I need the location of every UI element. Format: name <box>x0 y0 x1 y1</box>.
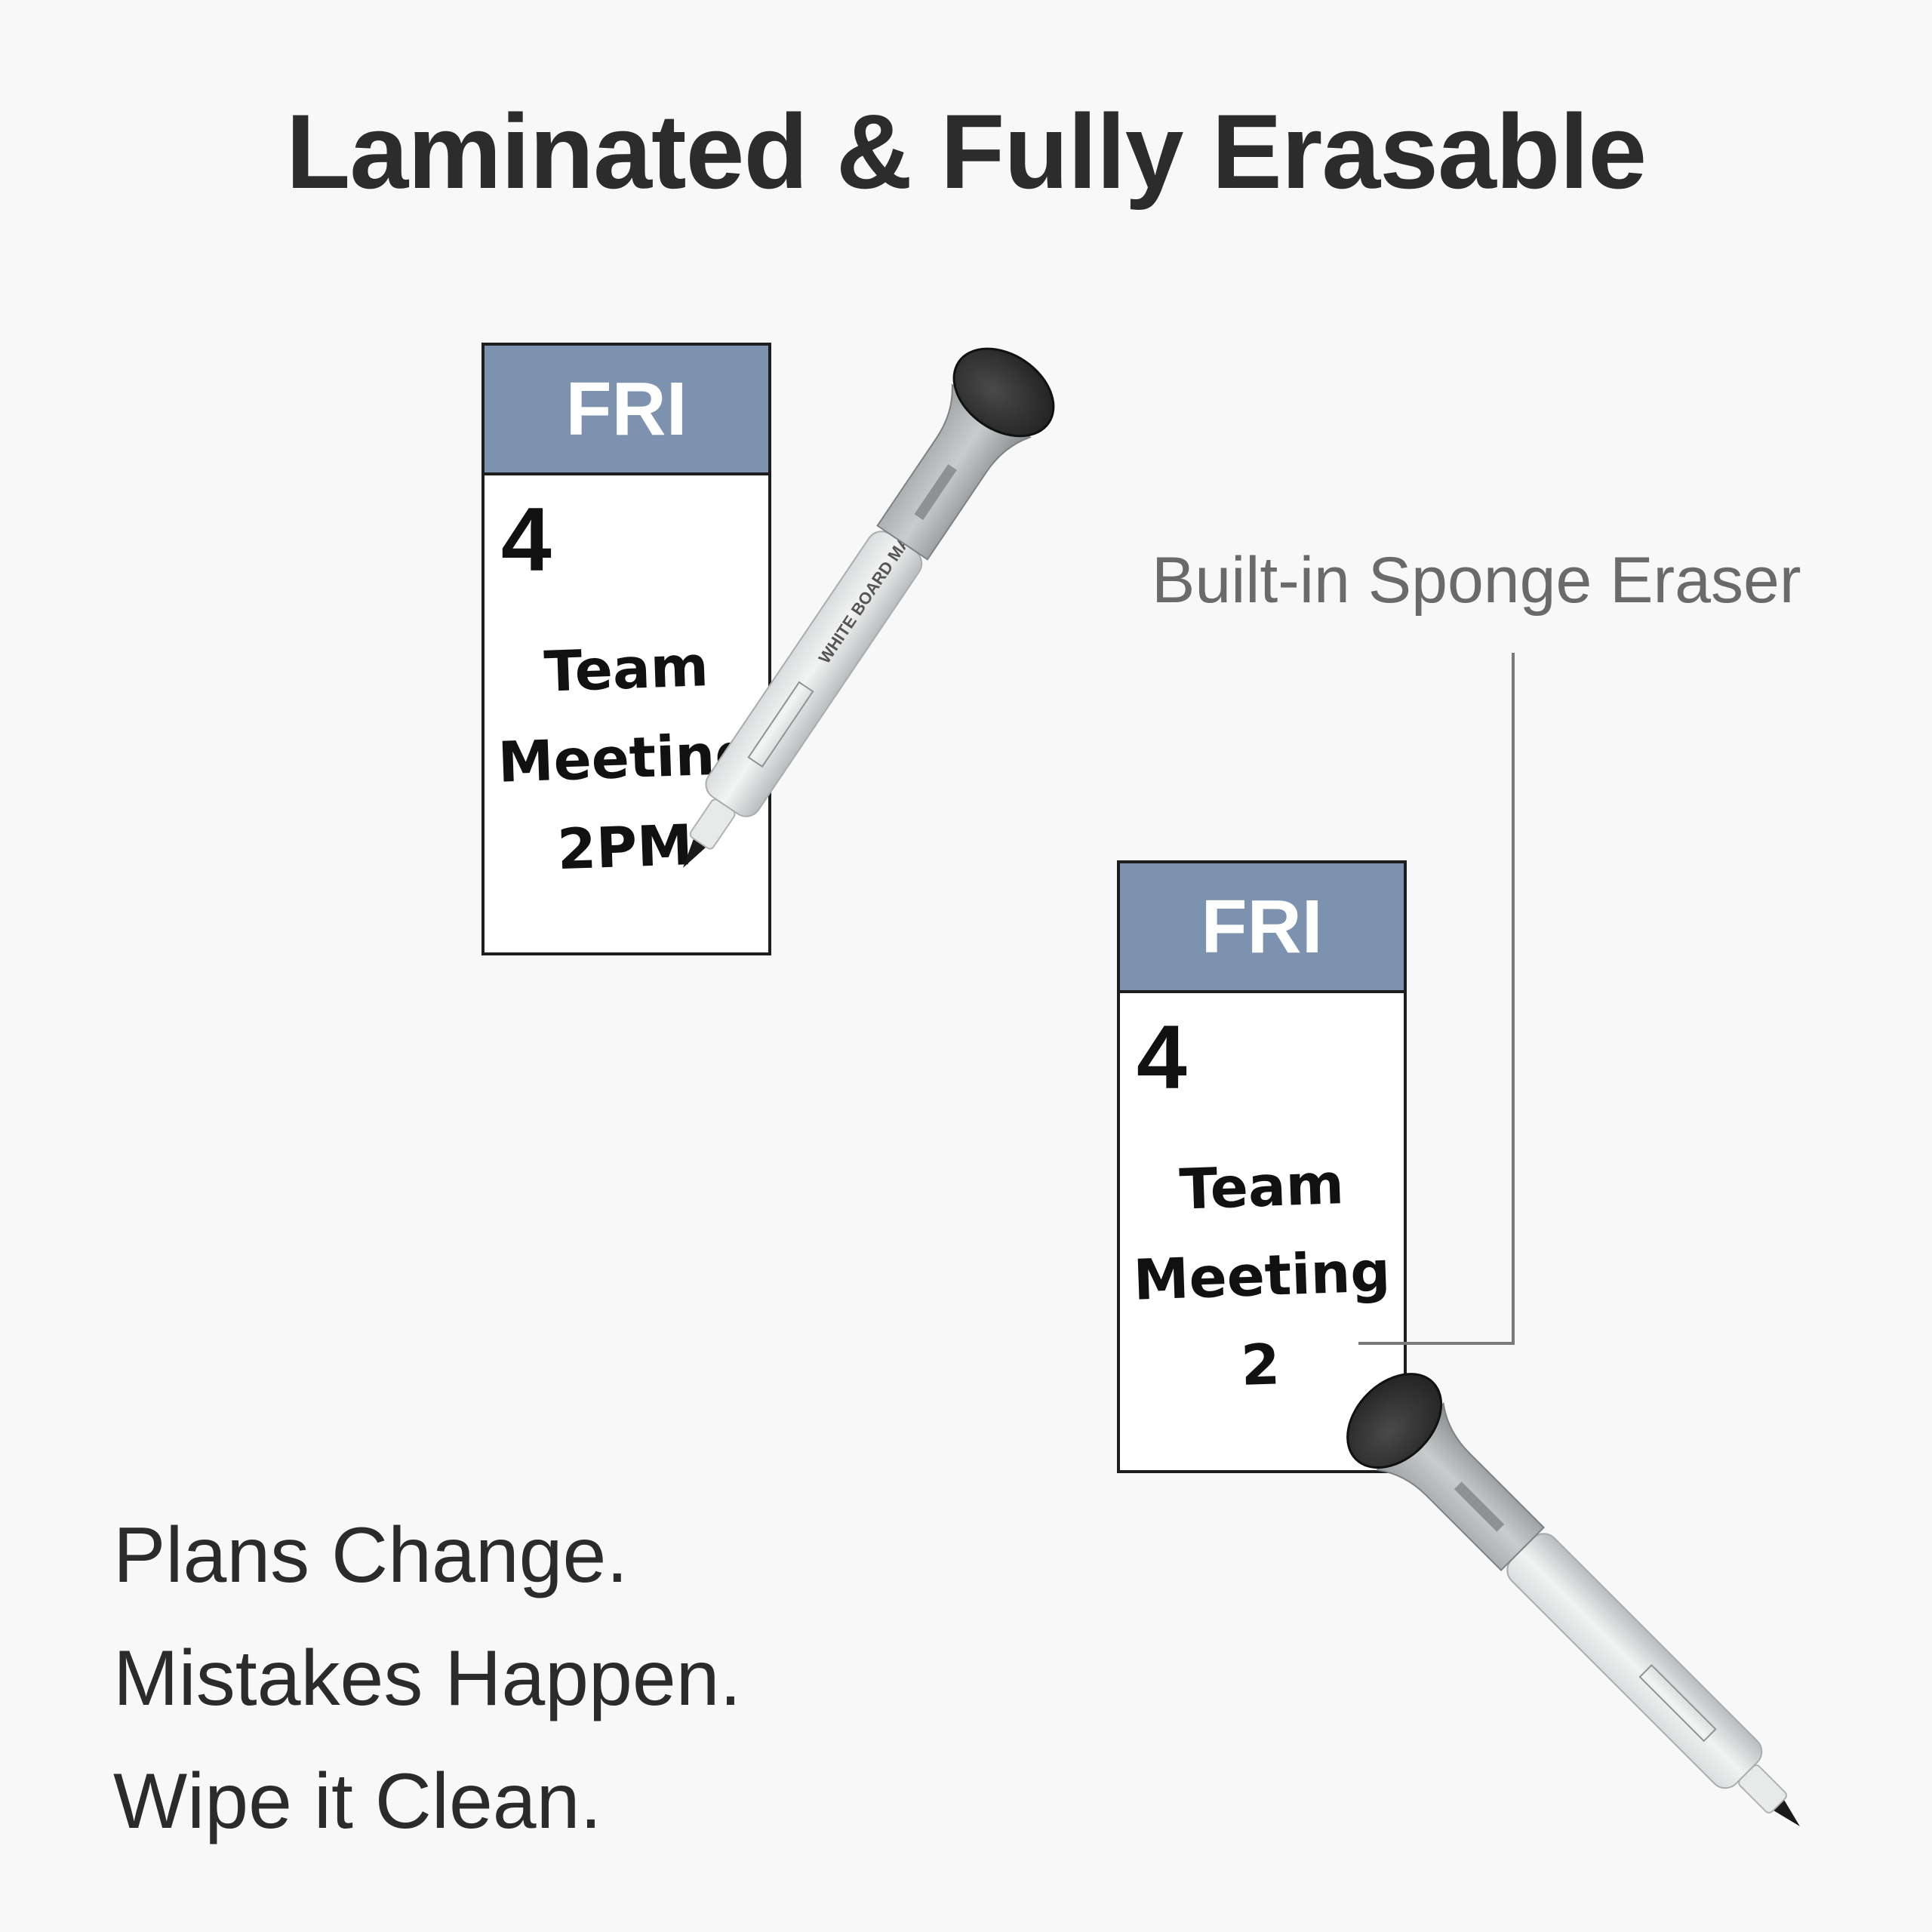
tagline-line: Wipe it Clean. <box>113 1758 602 1845</box>
sponge-eraser-icon <box>952 347 1055 438</box>
callout-label: Built-in Sponge Eraser <box>1152 544 1801 617</box>
tagline: Plans Change. Mistakes Happen. Wipe it C… <box>113 1494 741 1863</box>
marker-tip-icon <box>1773 1799 1800 1826</box>
marker-tip-icon <box>683 838 706 868</box>
callout-leader-line <box>1358 653 1515 1345</box>
card-date: 4 <box>1137 1007 1187 1108</box>
card-day-header: FRI <box>1120 863 1404 993</box>
headline: Laminated & Fully Erasable <box>285 92 1647 211</box>
sponge-eraser-icon <box>1346 1373 1443 1469</box>
whiteboard-marker-writing: WHITE BOARD MARKER <box>683 347 1055 868</box>
tagline-line: Plans Change. <box>113 1512 629 1599</box>
calendar-card-after: FRI 4 Team Meeting 2 <box>1117 860 1407 1473</box>
card-day-header: FRI <box>485 346 768 475</box>
whiteboard-marker-erasing <box>1346 1373 1800 1826</box>
calendar-card-before: FRI 4 Team Meeting 2PM <box>481 343 771 955</box>
card-date: 4 <box>501 489 552 590</box>
tagline-line: Mistakes Happen. <box>113 1635 742 1722</box>
